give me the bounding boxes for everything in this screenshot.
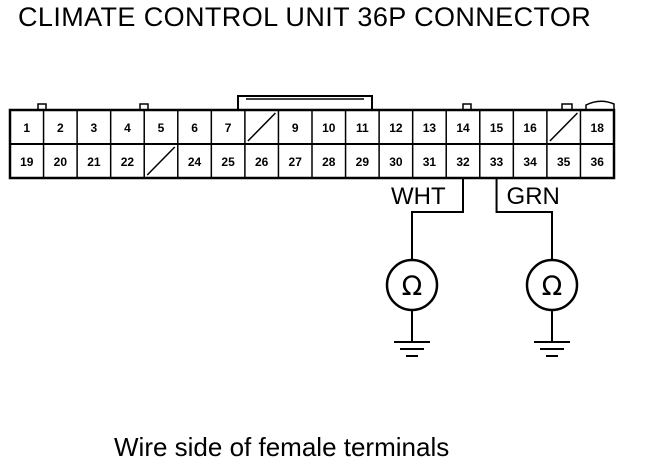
terminal-label: 27	[289, 155, 303, 169]
terminal-label: 18	[591, 121, 605, 135]
wire-color-label: WHT	[391, 183, 446, 210]
terminal-label: 16	[523, 121, 537, 135]
terminal-label: 7	[225, 121, 232, 135]
terminal-label: 31	[423, 155, 437, 169]
terminal-label: 12	[389, 121, 403, 135]
terminal-label: 32	[456, 155, 470, 169]
housing-notch	[462, 103, 472, 110]
terminal-label: 2	[57, 121, 64, 135]
terminal-label: 33	[490, 155, 504, 169]
lock-tab	[237, 95, 373, 110]
ground-icon	[394, 341, 430, 357]
terminal-label: 5	[158, 121, 165, 135]
terminal-label: 35	[557, 155, 571, 169]
ohm-symbol: Ω	[542, 271, 563, 302]
probe-circuits: WHT Ω GRN Ω	[385, 178, 579, 357]
terminal-label: 9	[292, 121, 299, 135]
ground-icon	[534, 341, 570, 357]
terminal-label: 20	[54, 155, 68, 169]
terminal-label: 25	[221, 155, 235, 169]
unused-cavity-slash	[247, 112, 276, 142]
housing-notch	[37, 103, 47, 110]
diagram-title: CLIMATE CONTROL UNIT 36P CONNECTOR	[18, 2, 592, 32]
terminal-label: 24	[188, 155, 202, 169]
terminal-label: 15	[490, 121, 504, 135]
housing-notch	[139, 103, 149, 110]
terminal-label: 21	[87, 155, 101, 169]
housing-clip	[585, 100, 615, 110]
terminal-label: 1	[23, 121, 30, 135]
terminal-label: 36	[591, 155, 605, 169]
probe-circuit-32: WHT Ω	[385, 178, 464, 357]
terminal-label: 13	[423, 121, 437, 135]
ohm-symbol: Ω	[402, 271, 423, 302]
probe-wire	[411, 178, 464, 260]
diagram-caption: Wire side of female terminals	[114, 432, 450, 462]
housing-notch	[561, 103, 573, 110]
terminal-label: 10	[322, 121, 336, 135]
probe-wire	[495, 178, 553, 260]
terminal-label: 34	[523, 155, 537, 169]
terminal-label: 6	[191, 121, 198, 135]
terminal-label: 11	[356, 121, 369, 135]
terminal-label: 19	[20, 155, 34, 169]
wire-color-label: GRN	[507, 183, 560, 210]
probe-circuit-33: GRN Ω	[495, 178, 579, 357]
unused-cavity-slash	[146, 146, 176, 176]
terminal-label: 3	[91, 121, 98, 135]
unused-cavity-slash	[549, 112, 578, 142]
terminal-label: 29	[356, 155, 370, 169]
terminal-label: 14	[456, 121, 470, 135]
terminal-label: 4	[124, 121, 131, 135]
terminal-label: 30	[389, 155, 403, 169]
terminal-label: 22	[121, 155, 135, 169]
terminal-label: 28	[322, 155, 336, 169]
terminal-label: 26	[255, 155, 269, 169]
